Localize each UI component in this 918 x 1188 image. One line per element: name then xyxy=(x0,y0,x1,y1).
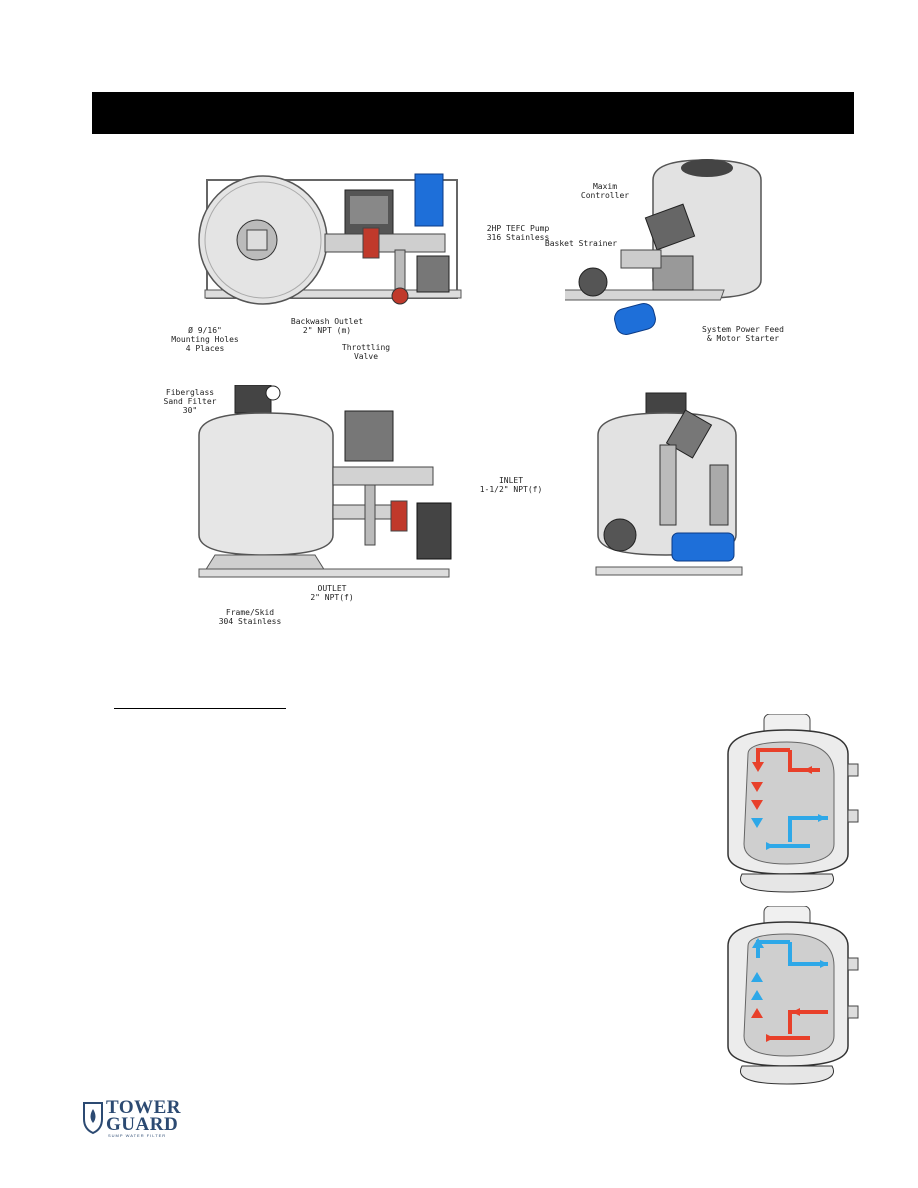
label-outlet: OUTLET 2" NPT(f) xyxy=(310,584,354,602)
section-heading-underline xyxy=(114,708,286,709)
backwash-flow-diagram xyxy=(727,906,859,1085)
label-sand-filter: Fiberglass Sand Filter 30" xyxy=(163,388,217,415)
header-bar xyxy=(92,92,854,134)
isometric-view-drawing xyxy=(565,159,762,335)
front-view-drawing xyxy=(198,385,452,578)
label-backwash-outlet: Backwash Outlet 2" NPT (m) xyxy=(290,317,364,335)
filter-flow-diagram xyxy=(727,714,859,893)
label-mounting-holes: Ø 9/16" Mounting Holes 4 Places xyxy=(171,326,239,353)
label-power-feed: System Power Feed & Motor Starter xyxy=(702,325,784,343)
label-pump: 2HP TEFC Pump 316 Stainless xyxy=(486,224,550,242)
shield-icon xyxy=(83,1102,103,1135)
label-frame: Frame/Skid 304 Stainless xyxy=(218,608,282,626)
label-inlet: INLET 1-1/2" NPT(f) xyxy=(479,476,543,494)
tower-guard-logo: TOWER GUARD SUMP WATER FILTER xyxy=(82,1097,202,1141)
label-basket-strainer: Basket Strainer xyxy=(544,239,618,248)
label-throttling-valve: Throttling Valve xyxy=(341,343,391,361)
label-maxim-controller: Maxim Controller xyxy=(580,182,630,200)
logo-line-1: TOWER xyxy=(106,1097,182,1118)
top-view-drawing xyxy=(198,173,462,305)
logo-wordmark: TOWER GUARD xyxy=(106,1097,182,1135)
logo-tagline: SUMP WATER FILTER xyxy=(108,1133,167,1138)
side-view-drawing xyxy=(595,392,743,576)
logo-line-2: GUARD xyxy=(106,1114,179,1135)
